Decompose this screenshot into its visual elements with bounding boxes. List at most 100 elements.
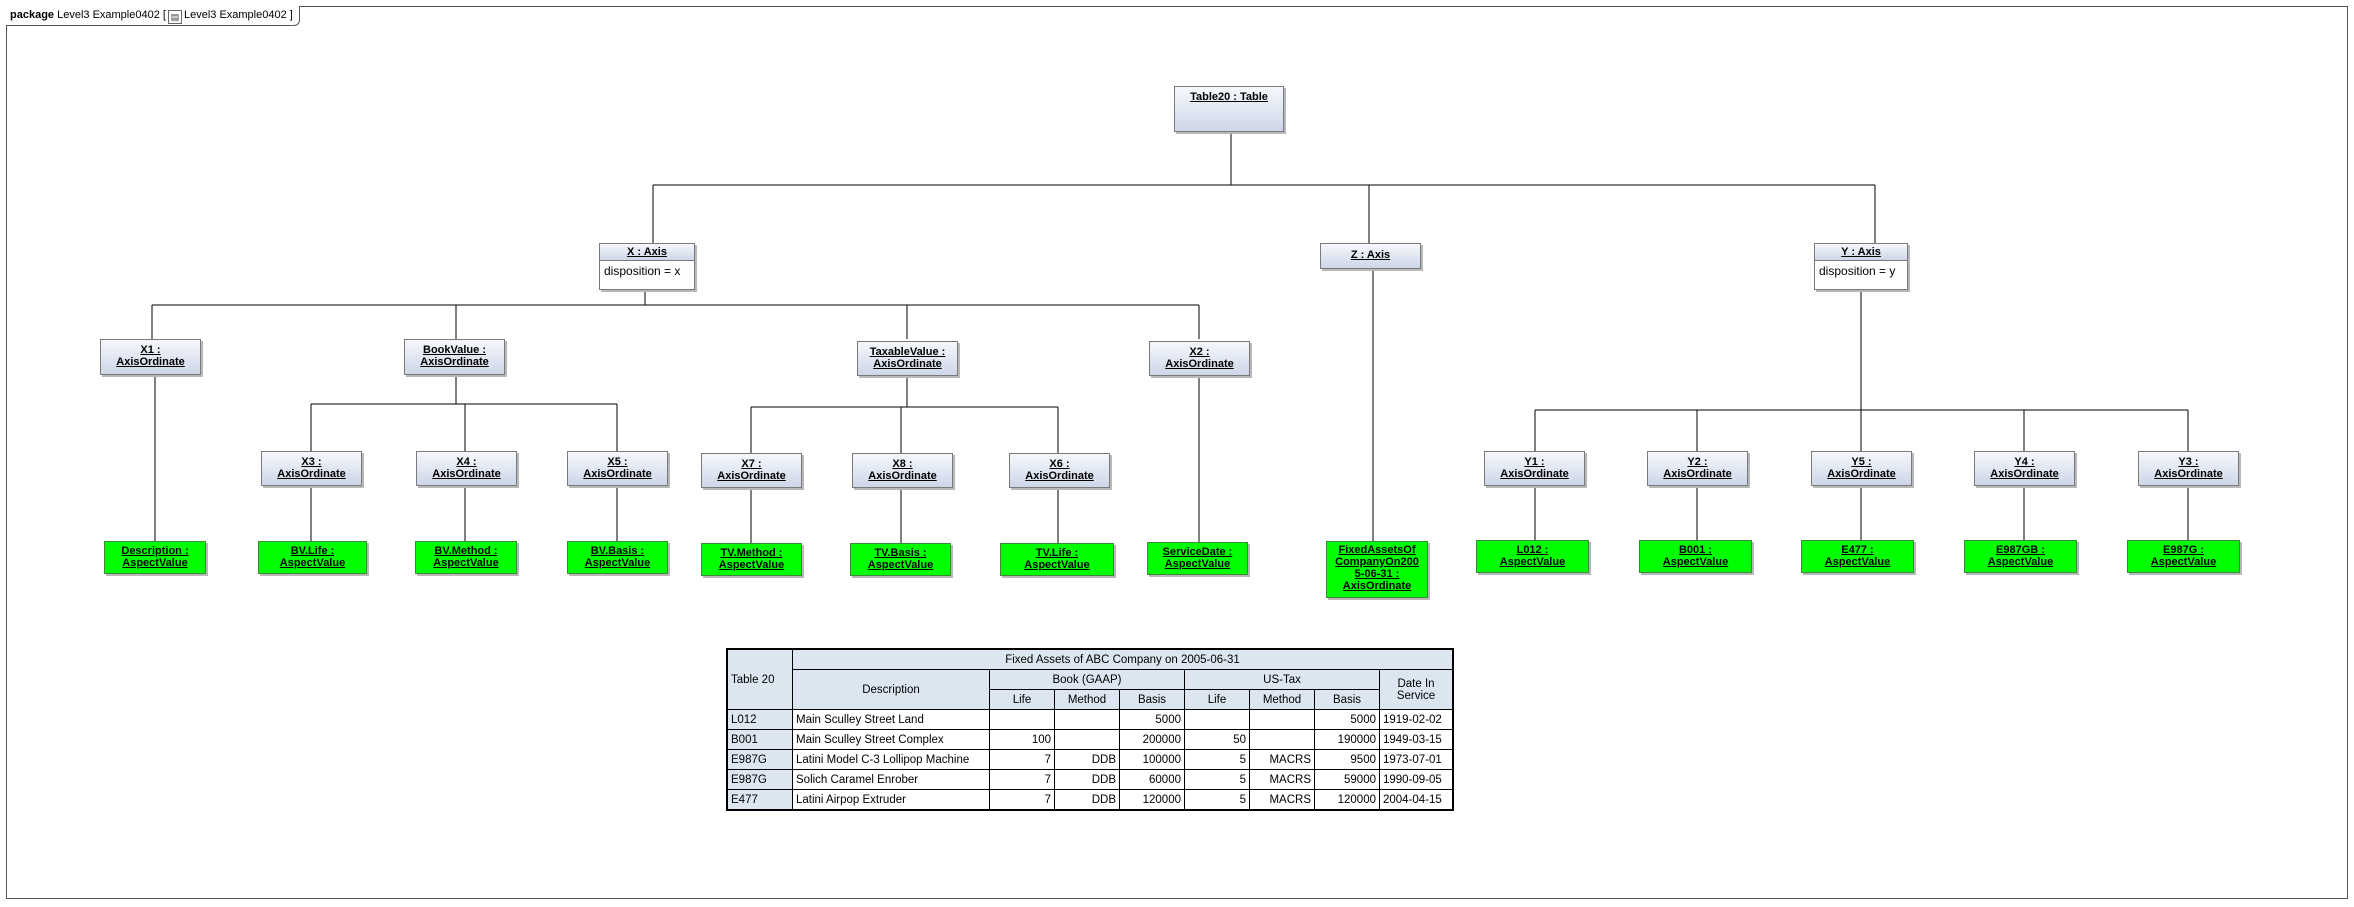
- e987gb-aspect-node[interactable]: E987GB :AspectValue: [1964, 540, 2077, 573]
- tax-life-header: Life: [1184, 689, 1250, 710]
- x5-name: X5 :: [607, 456, 628, 468]
- package-tab: package Level3 Example0402 [▤Level3 Exam…: [6, 6, 300, 26]
- table-cell: 60000: [1119, 769, 1185, 790]
- e477-name: E477 :: [1841, 544, 1874, 556]
- package-name: Level3 Example0402: [57, 9, 160, 21]
- y4-type: AxisOrdinate: [1990, 468, 2059, 480]
- x5-ordinate-node[interactable]: X5 :AxisOrdinate: [567, 451, 668, 486]
- y3-ordinate-node[interactable]: Y3 :AxisOrdinate: [2138, 451, 2239, 486]
- bv-life-aspect-node[interactable]: BV.Life :AspectValue: [258, 541, 367, 574]
- table-cell: MACRS: [1249, 749, 1315, 770]
- bv-method-aspect-node[interactable]: BV.Method :AspectValue: [415, 541, 517, 574]
- bv-method-type: AspectValue: [433, 557, 499, 569]
- e987gb-name: E987GB :: [1996, 544, 2045, 556]
- y5-ordinate-node[interactable]: Y5 :AxisOrdinate: [1811, 451, 1912, 486]
- table-cell: 5: [1184, 769, 1250, 790]
- servicedate-aspect-node[interactable]: ServiceDate :AspectValue: [1147, 542, 1248, 575]
- z-axis-label: Z : Axis: [1350, 249, 1391, 261]
- book-basis-header: Basis: [1119, 689, 1185, 710]
- y4-ordinate-node[interactable]: Y4 :AxisOrdinate: [1974, 451, 2075, 486]
- table-cell: 120000: [1119, 789, 1185, 811]
- y5-name: Y5 :: [1851, 456, 1872, 468]
- x3-ordinate-node[interactable]: X3 :AxisOrdinate: [261, 451, 362, 486]
- x2-type: AxisOrdinate: [1165, 358, 1234, 370]
- x2-ordinate-node[interactable]: X2 :AxisOrdinate: [1149, 341, 1250, 376]
- x4-ordinate-node[interactable]: X4 :AxisOrdinate: [416, 451, 517, 486]
- description-aspect-node[interactable]: Description :AspectValue: [104, 541, 206, 574]
- y4-name: Y4 :: [2014, 456, 2035, 468]
- package-keyword: package: [10, 9, 55, 21]
- table20-node[interactable]: Table20 : Table: [1174, 86, 1284, 132]
- diagram-frame: [6, 6, 2348, 899]
- description-name: Description :: [121, 545, 189, 557]
- x6-type: AxisOrdinate: [1025, 470, 1094, 482]
- e987g-aspect-node[interactable]: E987G :AspectValue: [2127, 540, 2240, 573]
- x1-name: X1 :: [140, 344, 161, 356]
- table-cell: DDB: [1054, 749, 1120, 770]
- diagram-icon: ▤: [167, 10, 182, 24]
- x1-ordinate-node[interactable]: X1 :AxisOrdinate: [100, 339, 201, 375]
- b001-aspect-node[interactable]: B001 :AspectValue: [1639, 540, 1752, 573]
- x8-ordinate-node[interactable]: X8 :AxisOrdinate: [852, 453, 953, 488]
- e477-aspect-node[interactable]: E477 :AspectValue: [1801, 540, 1914, 573]
- tv-method-aspect-node[interactable]: TV.Method :AspectValue: [701, 543, 802, 576]
- table-cell: 9500: [1314, 749, 1380, 770]
- table-cell: 7: [989, 749, 1055, 770]
- tv-life-name: TV.Life :: [1035, 547, 1079, 559]
- x8-name: X8 :: [892, 458, 913, 470]
- bookvalue-ordinate-node[interactable]: BookValue :AxisOrdinate: [404, 339, 505, 375]
- tv-basis-type: AspectValue: [867, 559, 934, 571]
- y2-ordinate-node[interactable]: Y2 :AxisOrdinate: [1647, 451, 1748, 486]
- b001-name: B001 :: [1678, 544, 1713, 556]
- tv-life-type: AspectValue: [1024, 559, 1090, 571]
- taxablevalue-ordinate-node[interactable]: TaxableValue :AxisOrdinate: [857, 341, 958, 376]
- description-type: AspectValue: [122, 557, 188, 569]
- l012-name: L012 :: [1516, 544, 1549, 556]
- b001-type: AspectValue: [1662, 556, 1729, 568]
- table-cell: 5000: [1119, 709, 1185, 730]
- table-cell: [1054, 709, 1120, 730]
- y2-type: AxisOrdinate: [1663, 468, 1732, 480]
- x3-type: AxisOrdinate: [277, 468, 346, 480]
- table-cell: 100000: [1119, 749, 1185, 770]
- tv-method-type: AspectValue: [718, 559, 785, 571]
- row-header-cell: B001: [726, 729, 793, 750]
- table-cell: MACRS: [1249, 789, 1315, 811]
- x7-ordinate-node[interactable]: X7 :AxisOrdinate: [701, 453, 802, 488]
- row-header-cell: E987G: [726, 749, 793, 770]
- x4-type: AxisOrdinate: [432, 468, 501, 480]
- table-cell: 1973-07-01: [1379, 749, 1454, 770]
- l012-aspect-node[interactable]: L012 :AspectValue: [1476, 540, 1589, 573]
- table-cell: 5000: [1314, 709, 1380, 730]
- bookvalue-type: AxisOrdinate: [420, 356, 489, 368]
- fixedassets-line1: FixedAssetsOf: [1338, 544, 1416, 556]
- table-cell: DDB: [1054, 789, 1120, 811]
- y1-type: AxisOrdinate: [1500, 468, 1569, 480]
- y-axis-disposition: disposition = y: [1815, 260, 1907, 281]
- tv-basis-aspect-node[interactable]: TV.Basis :AspectValue: [850, 543, 951, 576]
- y1-ordinate-node[interactable]: Y1 :AxisOrdinate: [1484, 451, 1585, 486]
- z-axis-node[interactable]: Z : Axis: [1320, 243, 1421, 269]
- x6-ordinate-node[interactable]: X6 :AxisOrdinate: [1009, 453, 1110, 488]
- x8-type: AxisOrdinate: [868, 470, 937, 482]
- bv-basis-aspect-node[interactable]: BV.Basis :AspectValue: [567, 541, 668, 574]
- y-axis-node[interactable]: Y : Axis disposition = y: [1814, 243, 1908, 290]
- table-cell: DDB: [1054, 769, 1120, 790]
- table-cell: Latini Airpop Extruder: [792, 789, 990, 811]
- e987gb-type: AspectValue: [1987, 556, 2054, 568]
- bv-method-name: BV.Method :: [434, 545, 498, 557]
- y5-type: AxisOrdinate: [1827, 468, 1896, 480]
- fixed-assets-table: Table 20 Fixed Assets of ABC Company on …: [726, 648, 1454, 811]
- diagram-name: Level3 Example0402: [183, 9, 287, 21]
- e987g-name: E987G :: [2163, 544, 2204, 556]
- x-axis-node[interactable]: X : Axis disposition = x: [599, 243, 695, 290]
- y3-name: Y3 :: [2178, 456, 2199, 468]
- table-cell: 1919-02-02: [1379, 709, 1454, 730]
- x4-name: X4 :: [456, 456, 477, 468]
- row-header-cell: L012: [726, 709, 793, 730]
- tv-life-aspect-node[interactable]: TV.Life :AspectValue: [1000, 543, 1114, 576]
- table-cell: 120000: [1314, 789, 1380, 811]
